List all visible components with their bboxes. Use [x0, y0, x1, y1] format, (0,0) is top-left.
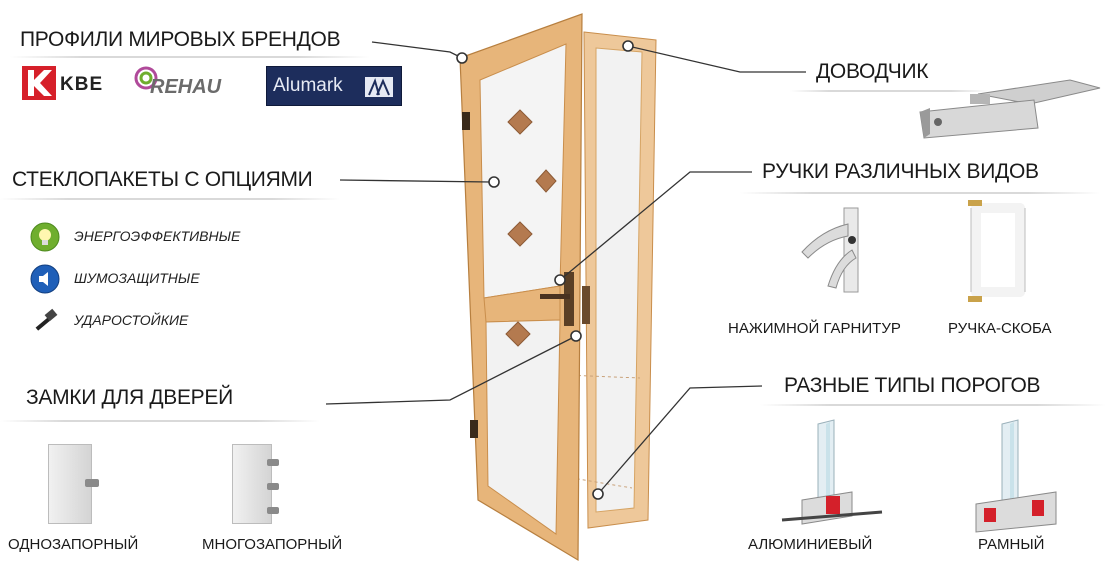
lock-label: МНОГОЗАПОРНЫЙ	[202, 536, 343, 553]
heading-glass: СТЕКЛОПАКЕТЫ С ОПЦИЯМИ	[12, 168, 313, 191]
glass-option-label: ШУМОЗАЩИТНЫЕ	[74, 270, 200, 286]
kbe-text: KBE	[60, 74, 104, 95]
divider	[740, 192, 1100, 194]
alumark-logo: Alumark	[266, 66, 402, 106]
lever-handle-image	[801, 207, 859, 293]
door-closer-image	[919, 79, 1101, 139]
lightbulb-icon	[30, 222, 60, 252]
heading-profiles: ПРОФИЛИ МИРОВЫХ БРЕНДОВ	[20, 28, 341, 51]
heading-closer: ДОВОДЧИК	[816, 60, 929, 83]
alumark-text: Alumark	[273, 75, 343, 96]
lock-label: ОДНОЗАПОРНЫЙ	[8, 536, 139, 553]
frame-threshold-image	[975, 419, 1057, 533]
rehau-text: REHAU	[150, 76, 222, 98]
multi-lock-image	[232, 444, 279, 524]
heading-handles: РУЧКИ РАЗЛИЧНЫХ ВИДОВ	[762, 160, 1039, 183]
glass-option-label: ЭНЕРГОЭФФЕКТИВНЫЕ	[74, 228, 241, 244]
glass-decor	[505, 109, 557, 347]
divider	[10, 56, 370, 58]
divider	[760, 404, 1106, 406]
glass-option-label: УДАРОСТОЙКИЕ	[74, 312, 189, 328]
single-lock-image	[48, 444, 99, 524]
aluminum-threshold-image	[781, 419, 883, 525]
pull-handle-image	[968, 200, 1026, 302]
kbe-logo: KBE	[22, 66, 122, 100]
rehau-logo: REHAU	[134, 66, 254, 100]
divider	[0, 198, 340, 200]
hammer-icon	[30, 306, 60, 336]
heading-locks: ЗАМКИ ДЛЯ ДВЕРЕЙ	[26, 386, 233, 409]
divider	[0, 420, 320, 422]
divider	[790, 90, 990, 92]
heading-thresholds: РАЗНЫЕ ТИПЫ ПОРОГОВ	[784, 374, 1041, 397]
threshold-label: РАМНЫЙ	[978, 536, 1045, 553]
threshold-label: АЛЮМИНИЕВЫЙ	[748, 536, 873, 553]
handle-label: НАЖИМНОЙ ГАРНИТУР	[728, 320, 901, 337]
speaker-icon	[30, 264, 60, 294]
handle-label: РУЧКА-СКОБА	[948, 320, 1052, 337]
